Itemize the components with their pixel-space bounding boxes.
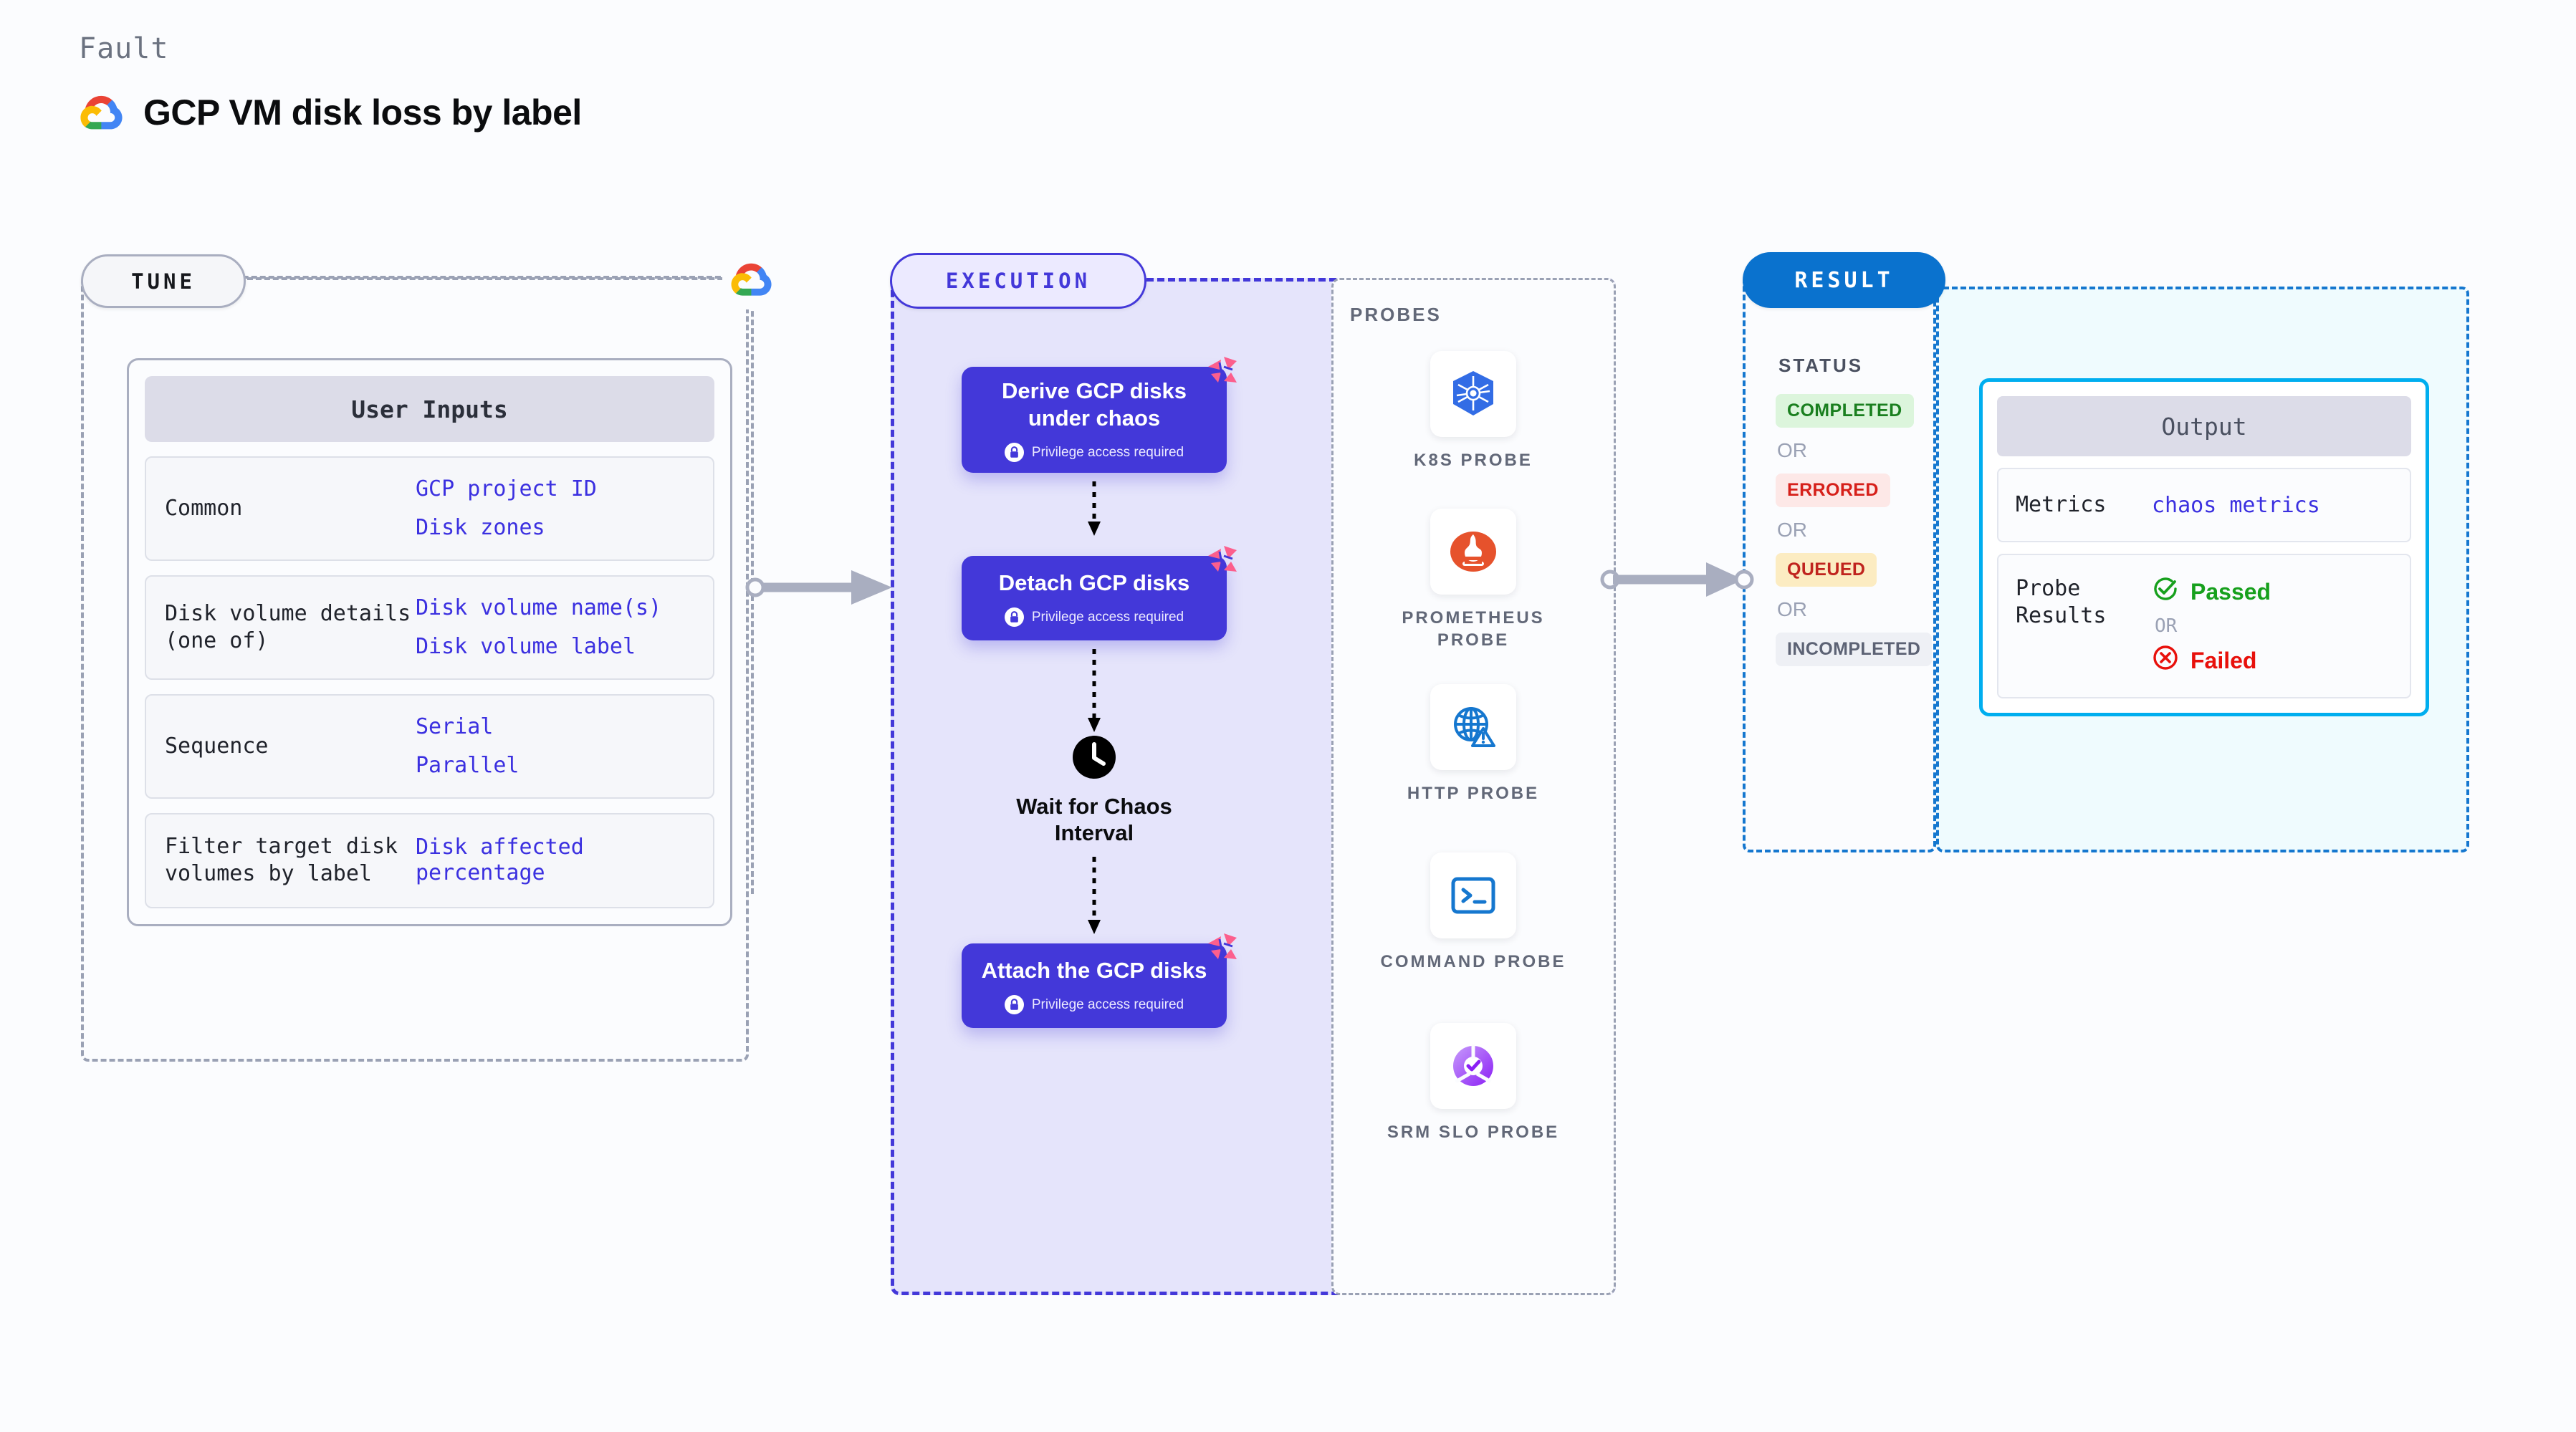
clock-icon xyxy=(1072,735,1116,783)
metrics-value-link[interactable]: chaos metrics xyxy=(2152,492,2320,518)
row-values: Disk volume name(s) Disk volume label xyxy=(416,595,661,660)
node-subtitle: Privilege access required xyxy=(1031,609,1184,625)
failed-label: Failed xyxy=(2190,647,2257,673)
probe-prometheus[interactable]: PROMETHEUS PROBE xyxy=(1380,509,1566,651)
user-inputs-row[interactable]: Disk volume details (one of) Disk volume… xyxy=(145,575,714,680)
row-values: GCP project ID Disk zones xyxy=(416,476,597,541)
output-card: Output Metrics chaos metrics Probe Resul… xyxy=(1979,378,2429,716)
kubernetes-icon xyxy=(1430,351,1516,437)
node-subtitle-row: Privilege access required xyxy=(1004,995,1184,1015)
lock-icon xyxy=(1004,443,1024,463)
execution-node-detach[interactable]: Detach GCP disks Privilege access requir… xyxy=(962,546,1237,640)
status-badge-errored: ERRORED xyxy=(1776,474,1890,507)
row-value-link[interactable]: Disk volume label xyxy=(416,634,636,659)
wait-node-label: Wait for Chaos Interval xyxy=(1016,794,1172,846)
node-subtitle-row: Privilege access required xyxy=(1004,607,1184,628)
probes-section-container xyxy=(1331,278,1616,1295)
gcp-logo-icon xyxy=(80,93,125,132)
execution-node-wait-interval[interactable]: Wait for Chaos Interval xyxy=(1012,735,1177,846)
status-or: OR xyxy=(1777,519,1807,541)
probes-title: PROBES xyxy=(1350,304,1442,325)
check-circle-icon xyxy=(2152,575,2179,608)
output-metrics-row[interactable]: Metrics chaos metrics xyxy=(1997,468,2411,542)
node-subtitle: Privilege access required xyxy=(1031,996,1184,1012)
execution-section-pill[interactable]: EXECUTION xyxy=(890,253,1146,309)
probe-k8s[interactable]: K8S PROBE xyxy=(1380,351,1566,471)
passed-label: Passed xyxy=(2190,578,2271,605)
probe-results-key: Probe Results xyxy=(2016,576,2107,628)
page-title: GCP VM disk loss by label xyxy=(143,92,582,133)
probe-command[interactable]: COMMAND PROBE xyxy=(1380,852,1566,973)
node-title: Derive GCP disks under chaos xyxy=(1002,378,1187,431)
status-badge-queued: QUEUED xyxy=(1776,553,1877,587)
litmus-logo-icon xyxy=(1202,540,1242,584)
probe-label: COMMAND PROBE xyxy=(1380,952,1566,971)
status-list: COMPLETED OR ERRORED OR QUEUED OR INCOMP… xyxy=(1776,394,1933,666)
row-value-link[interactable]: Disk zones xyxy=(416,515,545,540)
probe-label: SRM SLO PROBE xyxy=(1387,1123,1560,1142)
connector-tune-to-execution xyxy=(745,566,899,609)
user-inputs-row[interactable]: Common GCP project ID Disk zones xyxy=(145,456,714,561)
flow-arrow-down xyxy=(1083,649,1105,737)
probe-label: HTTP PROBE xyxy=(1407,784,1540,803)
user-inputs-card: User Inputs Common GCP project ID Disk z… xyxy=(127,358,732,926)
http-globe-icon xyxy=(1430,684,1516,770)
gcp-logo-icon-small xyxy=(722,249,782,309)
litmus-logo-icon xyxy=(1202,928,1242,971)
execution-node-derive[interactable]: Derive GCP disks under chaos Privilege a… xyxy=(962,357,1237,473)
row-key: Sequence xyxy=(165,733,269,759)
status-label: STATUS xyxy=(1778,355,1864,376)
node-subtitle-row: Privilege access required xyxy=(1004,443,1184,463)
status-badge-incompleted: INCOMPLETED xyxy=(1776,633,1933,666)
status-or: OR xyxy=(1777,439,1807,461)
result-section-pill[interactable]: RESULT xyxy=(1743,252,1945,308)
status-or: OR xyxy=(1777,598,1807,620)
node-title: Attach the GCP disks xyxy=(981,957,1207,983)
probe-result-passed: Passed xyxy=(2152,575,2271,608)
probe-http[interactable]: HTTP PROBE xyxy=(1380,684,1566,804)
row-value-link[interactable]: Parallel xyxy=(416,753,519,778)
lock-icon xyxy=(1004,607,1024,628)
row-values: Serial Parallel xyxy=(416,714,519,779)
row-value-link[interactable]: Serial xyxy=(416,714,494,739)
row-values: Disk affected percentage xyxy=(416,835,694,886)
probe-result-or: OR xyxy=(2155,615,2178,637)
probe-label: K8S PROBE xyxy=(1414,451,1533,470)
row-value-link[interactable]: Disk volume name(s) xyxy=(416,595,662,620)
srm-slo-icon xyxy=(1430,1023,1516,1109)
probe-results-values: Passed OR Failed xyxy=(2152,575,2271,677)
row-value-link[interactable]: GCP project ID xyxy=(416,476,597,501)
node-title: Detach GCP disks xyxy=(998,570,1190,595)
output-probe-results-row: Probe Results Passed OR xyxy=(1997,554,2411,698)
output-card-title: Output xyxy=(1997,396,2411,456)
flow-arrow-down xyxy=(1083,857,1105,939)
tune-section-pill[interactable]: TUNE xyxy=(81,254,246,308)
probe-srm-slo[interactable]: SRM SLO PROBE xyxy=(1380,1023,1566,1143)
node-subtitle: Privilege access required xyxy=(1031,444,1184,460)
row-value-link[interactable]: Disk affected percentage xyxy=(416,835,584,886)
page-title-row: GCP VM disk loss by label xyxy=(80,92,582,133)
status-badge-completed: COMPLETED xyxy=(1776,394,1914,428)
prometheus-icon xyxy=(1430,509,1516,595)
user-inputs-row[interactable]: Filter target disk volumes by label Disk… xyxy=(145,813,714,908)
row-key: Common xyxy=(165,495,243,521)
row-key: Filter target disk volumes by label xyxy=(165,834,398,887)
tune-top-dashed-line xyxy=(247,277,749,280)
metrics-key: Metrics xyxy=(2016,492,2107,518)
page-eyebrow: Fault xyxy=(79,32,169,65)
litmus-logo-icon xyxy=(1202,351,1242,395)
close-circle-icon xyxy=(2152,644,2179,677)
flow-arrow-down xyxy=(1083,481,1105,541)
probe-result-failed: Failed xyxy=(2152,644,2271,677)
lock-icon xyxy=(1004,995,1024,1015)
user-inputs-title: User Inputs xyxy=(145,376,714,442)
user-inputs-row[interactable]: Sequence Serial Parallel xyxy=(145,694,714,799)
execution-node-attach[interactable]: Attach the GCP disks Privilege access re… xyxy=(962,933,1237,1028)
row-key: Disk volume details (one of) xyxy=(165,600,411,653)
probe-label: PROMETHEUS PROBE xyxy=(1402,608,1545,650)
terminal-icon xyxy=(1430,852,1516,938)
connector-execution-to-result xyxy=(1600,558,1754,601)
